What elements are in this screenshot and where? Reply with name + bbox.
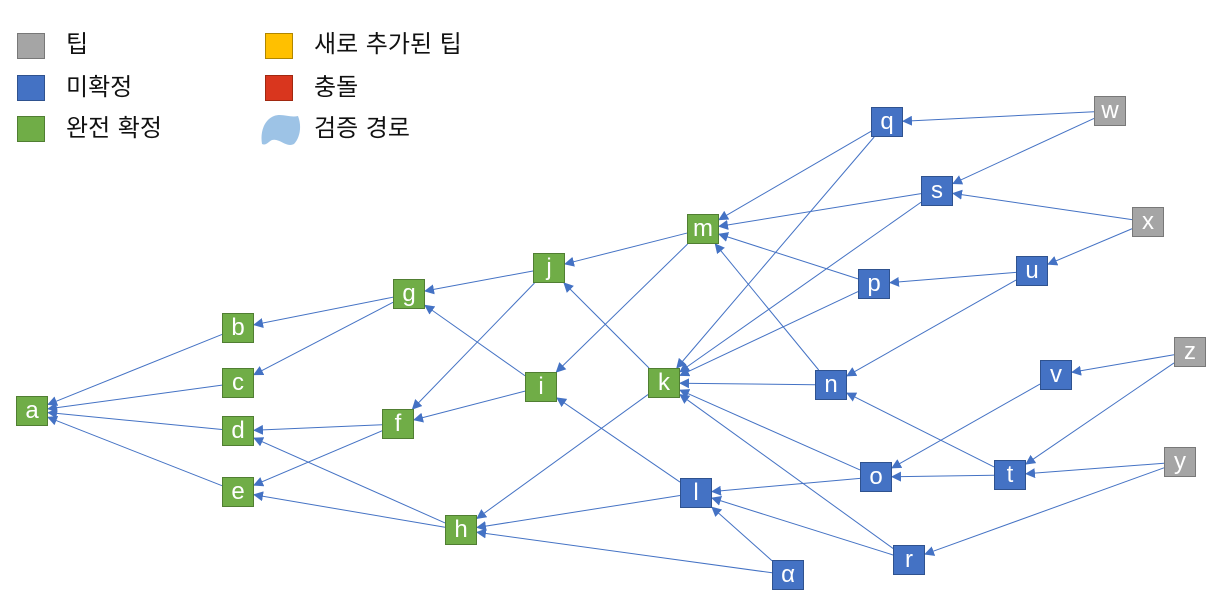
- edge-y-to-r: [924, 467, 1165, 556]
- node-w: w: [1094, 96, 1126, 126]
- edge-r-to-k: [679, 393, 894, 549]
- node-d: d: [222, 416, 254, 446]
- edge-m-to-i: [555, 243, 688, 373]
- node-q: q: [871, 107, 903, 137]
- node-h: h: [445, 515, 477, 545]
- node-f: f: [382, 409, 414, 439]
- node-r: r: [893, 545, 925, 575]
- node-p: p: [858, 269, 890, 299]
- edge-alpha-to-h: [476, 528, 773, 574]
- legend-label-conflict: 충돌: [314, 73, 359, 101]
- legend-swatch-unconfirmed: [17, 75, 45, 101]
- edge-p-to-m: [718, 232, 859, 280]
- edge-z-to-t: [1025, 362, 1175, 465]
- node-m: m: [687, 214, 719, 244]
- node-y: y: [1164, 447, 1196, 477]
- node-j: j: [533, 253, 565, 283]
- node-i: i: [525, 372, 557, 402]
- edge-f-to-d: [253, 424, 383, 435]
- legend-swatch-conflict: [265, 75, 293, 101]
- node-t: t: [994, 460, 1026, 490]
- node-k: k: [648, 368, 680, 398]
- edge-c-to-a: [47, 384, 223, 413]
- edge-x-to-u: [1047, 228, 1133, 266]
- edge-e-to-a: [47, 415, 223, 487]
- node-z: z: [1174, 337, 1206, 367]
- node-n: n: [815, 370, 847, 400]
- legend-swatch-tip: [17, 33, 45, 59]
- edge-h-to-e: [253, 491, 446, 528]
- edge-q-to-m: [718, 130, 872, 221]
- node-alpha: α: [772, 560, 804, 590]
- edge-q-to-k: [676, 136, 875, 369]
- edge-f-to-e: [253, 430, 383, 487]
- node-s: s: [921, 176, 953, 206]
- legend-label-tip: 팁: [66, 30, 89, 58]
- edge-l-to-h: [476, 495, 681, 532]
- legend-swatch-new-tip: [265, 33, 293, 59]
- node-a: a: [16, 396, 48, 426]
- legend-swatch-verify-path: [261, 115, 301, 145]
- edge-t-to-n: [846, 392, 995, 468]
- edge-m-to-j: [564, 232, 688, 267]
- node-e: e: [222, 477, 254, 507]
- legend-label-unconfirmed: 미확정: [66, 73, 133, 101]
- legend-label-verify-path: 검증 경로: [314, 114, 410, 142]
- node-b: b: [222, 313, 254, 343]
- edge-o-to-k: [679, 389, 861, 471]
- edge-l-to-i: [556, 397, 681, 483]
- edge-s-to-k: [679, 201, 922, 373]
- edge-o-to-l: [711, 477, 861, 496]
- legend-swatch-confirmed: [17, 116, 45, 142]
- edge-z-to-v: [1071, 354, 1175, 376]
- edge-x-to-s: [952, 189, 1133, 221]
- edge-u-to-p: [889, 271, 1017, 287]
- edge-k-to-h: [476, 394, 649, 520]
- legend-label-confirmed: 완전 확정: [66, 114, 162, 142]
- legend-label-new-tip: 새로 추가된 팁: [314, 30, 462, 58]
- edge-r-to-l: [711, 495, 894, 556]
- node-g: g: [393, 279, 425, 309]
- edge-h-to-d: [253, 437, 446, 524]
- edge-n-to-k: [679, 378, 816, 389]
- node-o: o: [860, 462, 892, 492]
- edge-j-to-f: [411, 282, 535, 410]
- node-l: l: [680, 478, 712, 508]
- edge-n-to-m: [714, 243, 820, 371]
- node-x: x: [1132, 207, 1164, 237]
- edge-i-to-g: [424, 304, 526, 377]
- edge-v-to-o: [891, 383, 1041, 469]
- edge-j-to-g: [424, 270, 534, 295]
- edge-w-to-q: [902, 111, 1095, 126]
- edge-t-to-o: [891, 471, 995, 482]
- edge-d-to-a: [47, 408, 223, 430]
- edge-g-to-c: [253, 301, 394, 376]
- edge-i-to-f: [413, 390, 526, 423]
- edge-p-to-k: [679, 291, 859, 377]
- edge-b-to-a: [47, 333, 223, 406]
- edge-k-to-j: [563, 282, 650, 369]
- edge-y-to-t: [1025, 462, 1165, 479]
- edge-g-to-b: [253, 296, 394, 328]
- edge-w-to-s: [952, 117, 1095, 185]
- edge-s-to-m: [718, 193, 922, 230]
- edge-alpha-to-l: [711, 506, 773, 562]
- node-c: c: [222, 368, 254, 398]
- node-v: v: [1040, 360, 1072, 390]
- edge-u-to-n: [846, 279, 1017, 377]
- node-u: u: [1016, 256, 1048, 286]
